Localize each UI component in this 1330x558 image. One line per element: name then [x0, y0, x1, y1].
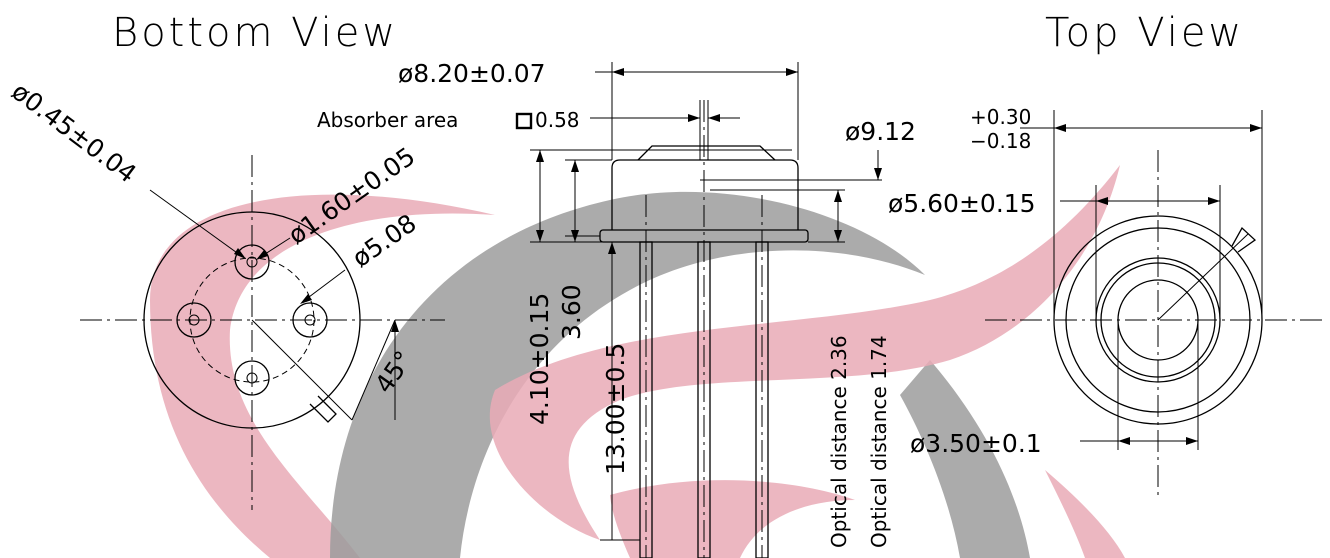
- flange-diameter-label: ø9.12: [845, 117, 916, 146]
- absorber-area-label: Absorber area: [317, 108, 458, 132]
- flange-tolerance-minus: −0.18: [970, 129, 1031, 153]
- aperture-diameter-label: ø3.50±0.1: [910, 429, 1042, 458]
- bottom-view-title: Bottom View: [112, 10, 398, 56]
- optical-distance-1-label: Optical distance 2.36: [827, 335, 851, 548]
- absorber-area-value: 0.58: [535, 108, 580, 132]
- bottom-view: [80, 155, 445, 510]
- pin-diameter-label: ø0.45±0.04: [6, 77, 141, 189]
- cap-height-label: 3.60: [557, 284, 586, 340]
- window-diameter-label: ø5.60±0.15: [888, 189, 1036, 218]
- lead-length-label: 13.00±0.5: [601, 343, 630, 475]
- side-view: [515, 62, 882, 558]
- optical-distance-2-label: Optical distance 1.74: [867, 335, 891, 548]
- pin-holes: [176, 244, 328, 396]
- cap-diameter-label: ø8.20±0.07: [398, 59, 546, 88]
- total-height-label: 4.10±0.15: [525, 293, 554, 425]
- top-view: [985, 110, 1325, 495]
- top-view-title: Top View: [1045, 10, 1244, 56]
- flange-tolerance-plus: +0.30: [970, 105, 1031, 129]
- watermark-logo: [150, 165, 1125, 558]
